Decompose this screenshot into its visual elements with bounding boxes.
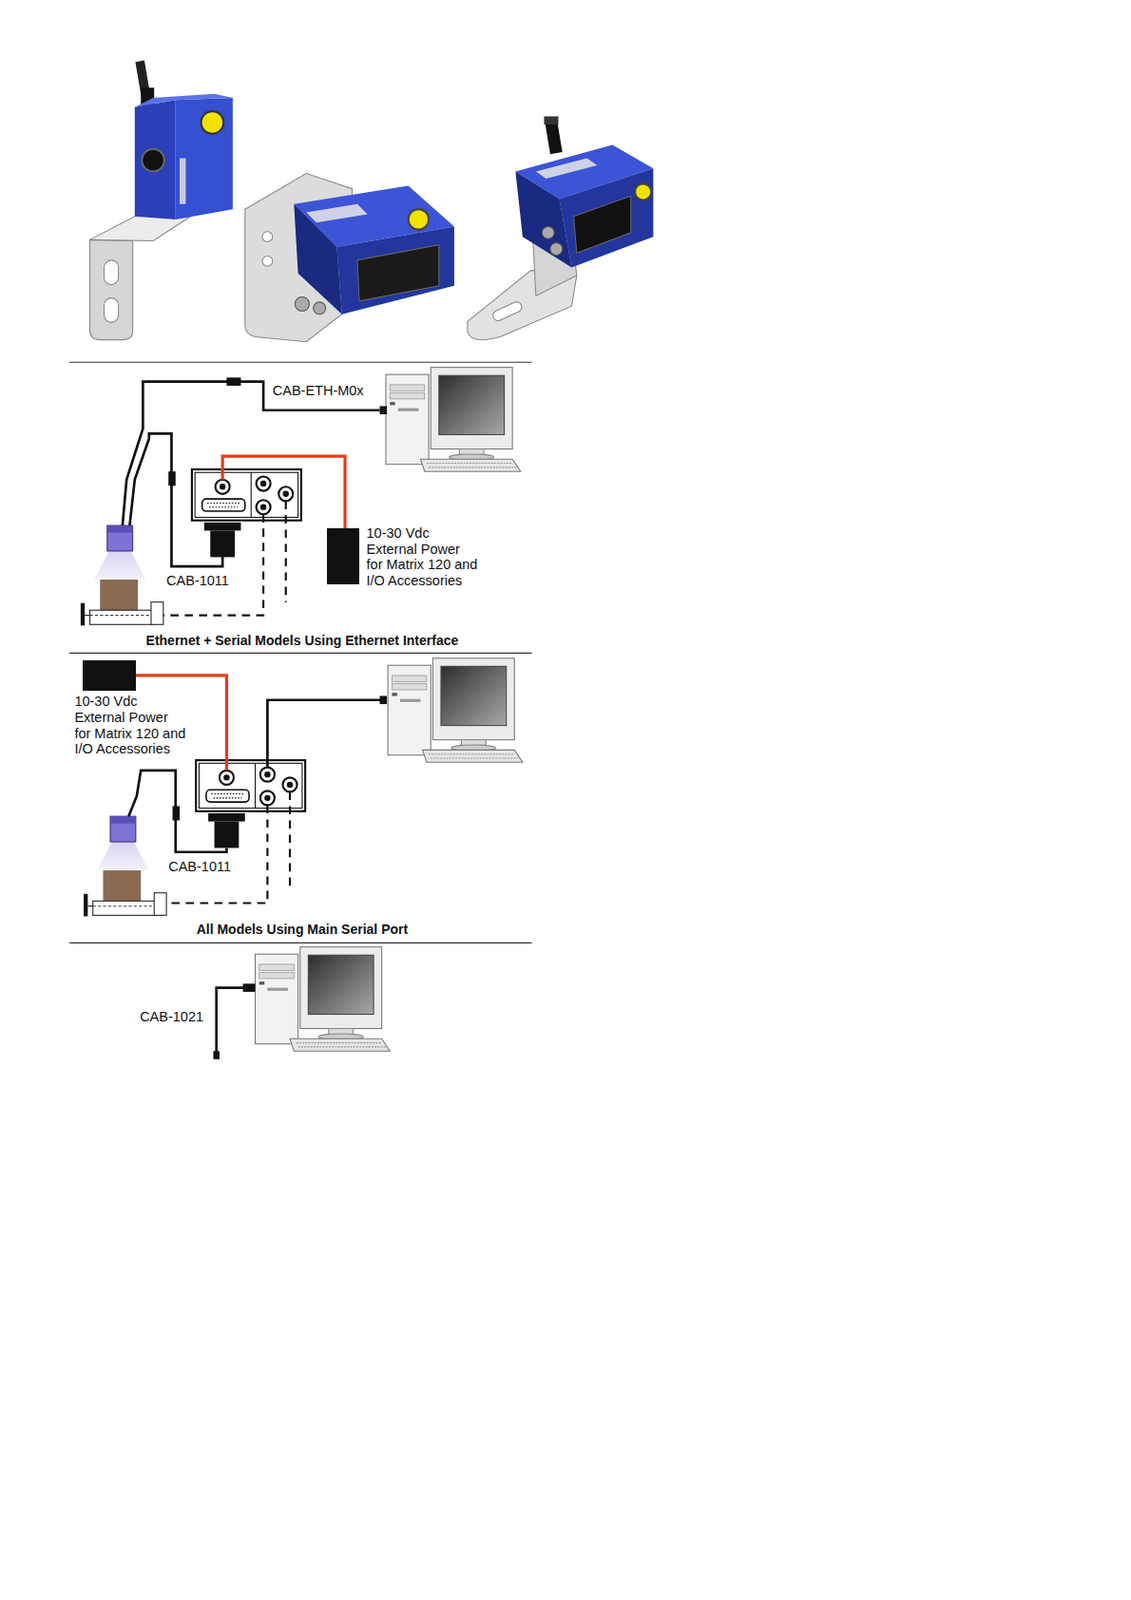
scanner-photo: [313, 302, 326, 315]
power-supply-box: [326, 528, 360, 585]
scanner-photo: [543, 115, 558, 125]
wiring-ethernet: [168, 471, 176, 486]
power-supply: 10-30 Vdc External Power for Matrix 120 …: [74, 660, 189, 760]
section-caption: Ethernet + Serial Models Using Ethernet …: [146, 632, 460, 649]
scanner-photo: [104, 298, 119, 324]
scanner-photo: [408, 209, 429, 230]
power-supply: 10-30 Vdc External Power for Matrix 120 …: [326, 525, 481, 592]
scanner-photo: [634, 183, 652, 200]
wiring-serial: [83, 816, 167, 917]
wiring-serial: [83, 658, 523, 918]
power-label-block: 10-30 Vdc External Power for Matrix 120 …: [366, 525, 480, 590]
scanner-photo: [134, 99, 176, 220]
scanner-photo: [175, 97, 233, 220]
power-label-block: 10-30 Vdc External Power for Matrix 120 …: [74, 693, 187, 758]
scanner-photo: [467, 115, 653, 340]
wiring-serial: [267, 700, 382, 768]
wiring-ethernet: [380, 405, 388, 415]
power-label: 10-30 Vdc External Power for Matrix 120 …: [366, 525, 480, 590]
scanner-photo: [104, 260, 119, 286]
scanner-photo: [336, 226, 455, 314]
cable-label: CAB-1011: [168, 859, 231, 876]
wiring-ethernet: [226, 377, 241, 386]
wiring-config: [216, 988, 254, 1057]
separator-line: [69, 652, 533, 654]
power-label: 10-30 Vdc External Power for Matrix 120 …: [74, 693, 187, 758]
wiring-config: [255, 947, 391, 1053]
wiring-ethernet: [222, 456, 346, 529]
cable-label: CAB-1011: [166, 573, 230, 590]
separator-line: [69, 362, 533, 364]
scanner-photo: [179, 157, 186, 204]
scanner-photo: [245, 173, 455, 343]
scanner-photo: [201, 111, 225, 135]
scanner-photo: [306, 204, 367, 223]
power-supply-box: [82, 660, 136, 691]
wiring-ethernet: [163, 500, 287, 615]
separator-line: [69, 942, 533, 944]
scanner-photo: [541, 226, 555, 239]
wiring-ethernet: [191, 469, 302, 557]
wiring-serial: [172, 805, 181, 821]
wiring-serial: [380, 695, 388, 705]
wiring-ethernet: [80, 525, 164, 626]
wiring-config: [212, 1051, 219, 1060]
scanner-photo: [262, 256, 273, 268]
wiring-ethernet: [385, 367, 521, 473]
scanner-photo: [515, 171, 572, 268]
scanner-photo: [90, 60, 233, 340]
wiring-serial: [195, 760, 306, 848]
scanner-photo: [550, 243, 563, 256]
scanner-photo: [559, 168, 654, 268]
wiring-serial: [387, 658, 523, 764]
scanner-photo: [134, 94, 233, 108]
scanner-photo: [262, 231, 273, 243]
cable-label: CAB-ETH-M0x: [272, 383, 365, 400]
scanner-photo: [141, 149, 165, 173]
separator-line: [69, 362, 533, 943]
scanner-photo: [294, 297, 309, 312]
wiring-ethernet: [80, 367, 521, 627]
scanner-photo: [551, 122, 556, 154]
scanner-photo: [536, 157, 597, 178]
cable-label: CAB-1021: [139, 1009, 204, 1026]
scanner-photo: [357, 245, 440, 302]
wiring-config: [212, 947, 390, 1060]
section-caption: All Models Using Main Serial Port: [196, 921, 408, 938]
wiring-config: [243, 983, 256, 993]
scanner-photo: [574, 195, 632, 253]
scanner-photo: [90, 239, 134, 340]
scanner-photo: [491, 300, 524, 323]
wiring-serial: [166, 791, 290, 903]
